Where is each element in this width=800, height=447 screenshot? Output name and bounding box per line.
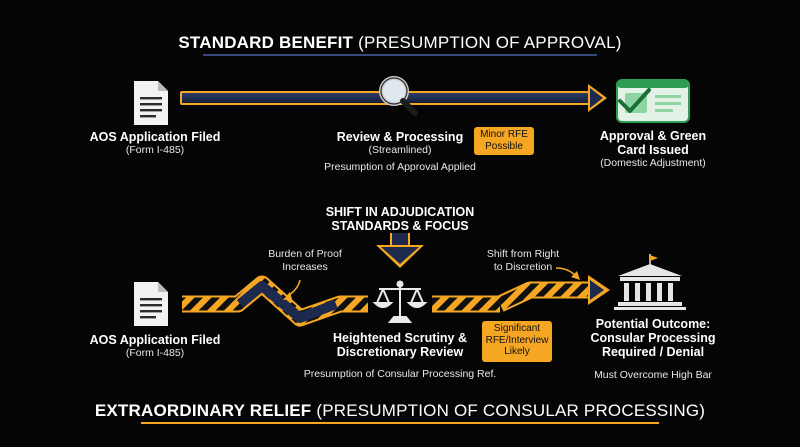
burden-label: Burden of Proof Increases [255, 248, 355, 274]
minor-rfe-badge-line2: Possible [485, 140, 523, 152]
top-title-bold: STANDARD BENEFIT [178, 33, 354, 52]
top-step-approval-sub: (Domestic Adjustment) [600, 157, 706, 169]
burden-label-line1: Burden of Proof [268, 248, 342, 260]
magnifier-icon [379, 76, 418, 116]
discretion-label-line1: Shift from Right [486, 248, 560, 260]
minor-rfe-badge: Minor RFE Possible [474, 127, 534, 155]
bottom-step-scrutiny: Heightened Scrutiny & Discretionary Revi… [325, 331, 475, 359]
scales-icon [372, 280, 428, 323]
bottom-step-filed-sub: (Form I-485) [125, 347, 185, 359]
bottom-step-outcome-note: Must Overcome High Bar [594, 369, 712, 381]
top-step-filed-sub: (Form I-485) [125, 144, 185, 156]
bottom-track [182, 275, 610, 327]
bottom-step-outcome-title-line1: Potential Outcome: [595, 317, 711, 331]
shift-label-line1: SHIFT IN ADJUDICATION [325, 205, 475, 219]
shift-label: SHIFT IN ADJUDICATION STANDARDS & FOCUS [300, 205, 500, 233]
significant-rfe-badge-line3: Likely [504, 346, 530, 357]
discretion-pointer-head [571, 271, 580, 280]
significant-rfe-badge: Significant RFE/Interview Likely [482, 321, 552, 362]
minor-rfe-badge-line1: Minor RFE [480, 129, 528, 140]
bottom-step-scrutiny-title-line1: Heightened Scrutiny & [332, 331, 468, 345]
bottom-title-rest: (PRESUMPTION OF CONSULAR PROCESSING) [316, 401, 706, 420]
bottom-step-scrutiny-title-line2: Discretionary Review [336, 345, 464, 359]
discretion-label-line2: to Discretion [493, 261, 553, 273]
significant-rfe-badge-line2: RFE/Interview [485, 334, 549, 346]
shift-label-line2: STANDARDS & FOCUS [331, 219, 469, 233]
burden-label-line2: Increases [282, 261, 328, 273]
top-step-review: Review & Processing (Streamlined) [330, 130, 470, 157]
bottom-title-bold: EXTRAORDINARY RELIEF [94, 401, 312, 420]
courthouse-icon [614, 254, 686, 310]
green-card-icon [616, 79, 690, 123]
top-step-approval-title-line1: Approval & Green [599, 129, 707, 143]
document-icon [134, 282, 168, 326]
top-step-approval: Approval & Green Card Issued (Domestic A… [578, 129, 728, 170]
document-icon [134, 81, 168, 125]
significant-rfe-badge-line1: Significant [493, 323, 541, 334]
bottom-step-outcome: Potential Outcome: Consular Processing R… [578, 317, 728, 359]
top-step-filed: AOS Application Filed (Form I-485) [85, 130, 225, 157]
top-step-approval-title-line2: Card Issued [617, 143, 689, 157]
bottom-title: EXTRAORDINARY RELIEF (PRESUMPTION OF CON… [0, 401, 800, 421]
top-title: STANDARD BENEFIT (PRESUMPTION OF APPROVA… [0, 33, 800, 53]
top-step-review-sub: (Streamlined) [368, 144, 432, 156]
bottom-step-filed-title: AOS Application Filed [89, 333, 221, 347]
top-step-filed-title: AOS Application Filed [89, 130, 221, 144]
top-step-review-note: Presumption of Approval Applied [324, 161, 476, 173]
shift-down-arrow [376, 233, 424, 268]
bottom-step-filed: AOS Application Filed (Form I-485) [85, 333, 225, 360]
bottom-step-outcome-title-line2: Consular Processing [590, 331, 716, 345]
top-step-review-title: Review & Processing [336, 130, 464, 144]
burden-pointer-head [283, 292, 292, 300]
bottom-step-scrutiny-note: Presumption of Consular Processing Ref. [303, 368, 497, 380]
bottom-step-outcome-title-line3: Required / Denial [601, 345, 705, 359]
top-title-rest: (PRESUMPTION OF APPROVAL) [358, 33, 622, 52]
discretion-label: Shift from Right to Discretion [473, 248, 573, 274]
